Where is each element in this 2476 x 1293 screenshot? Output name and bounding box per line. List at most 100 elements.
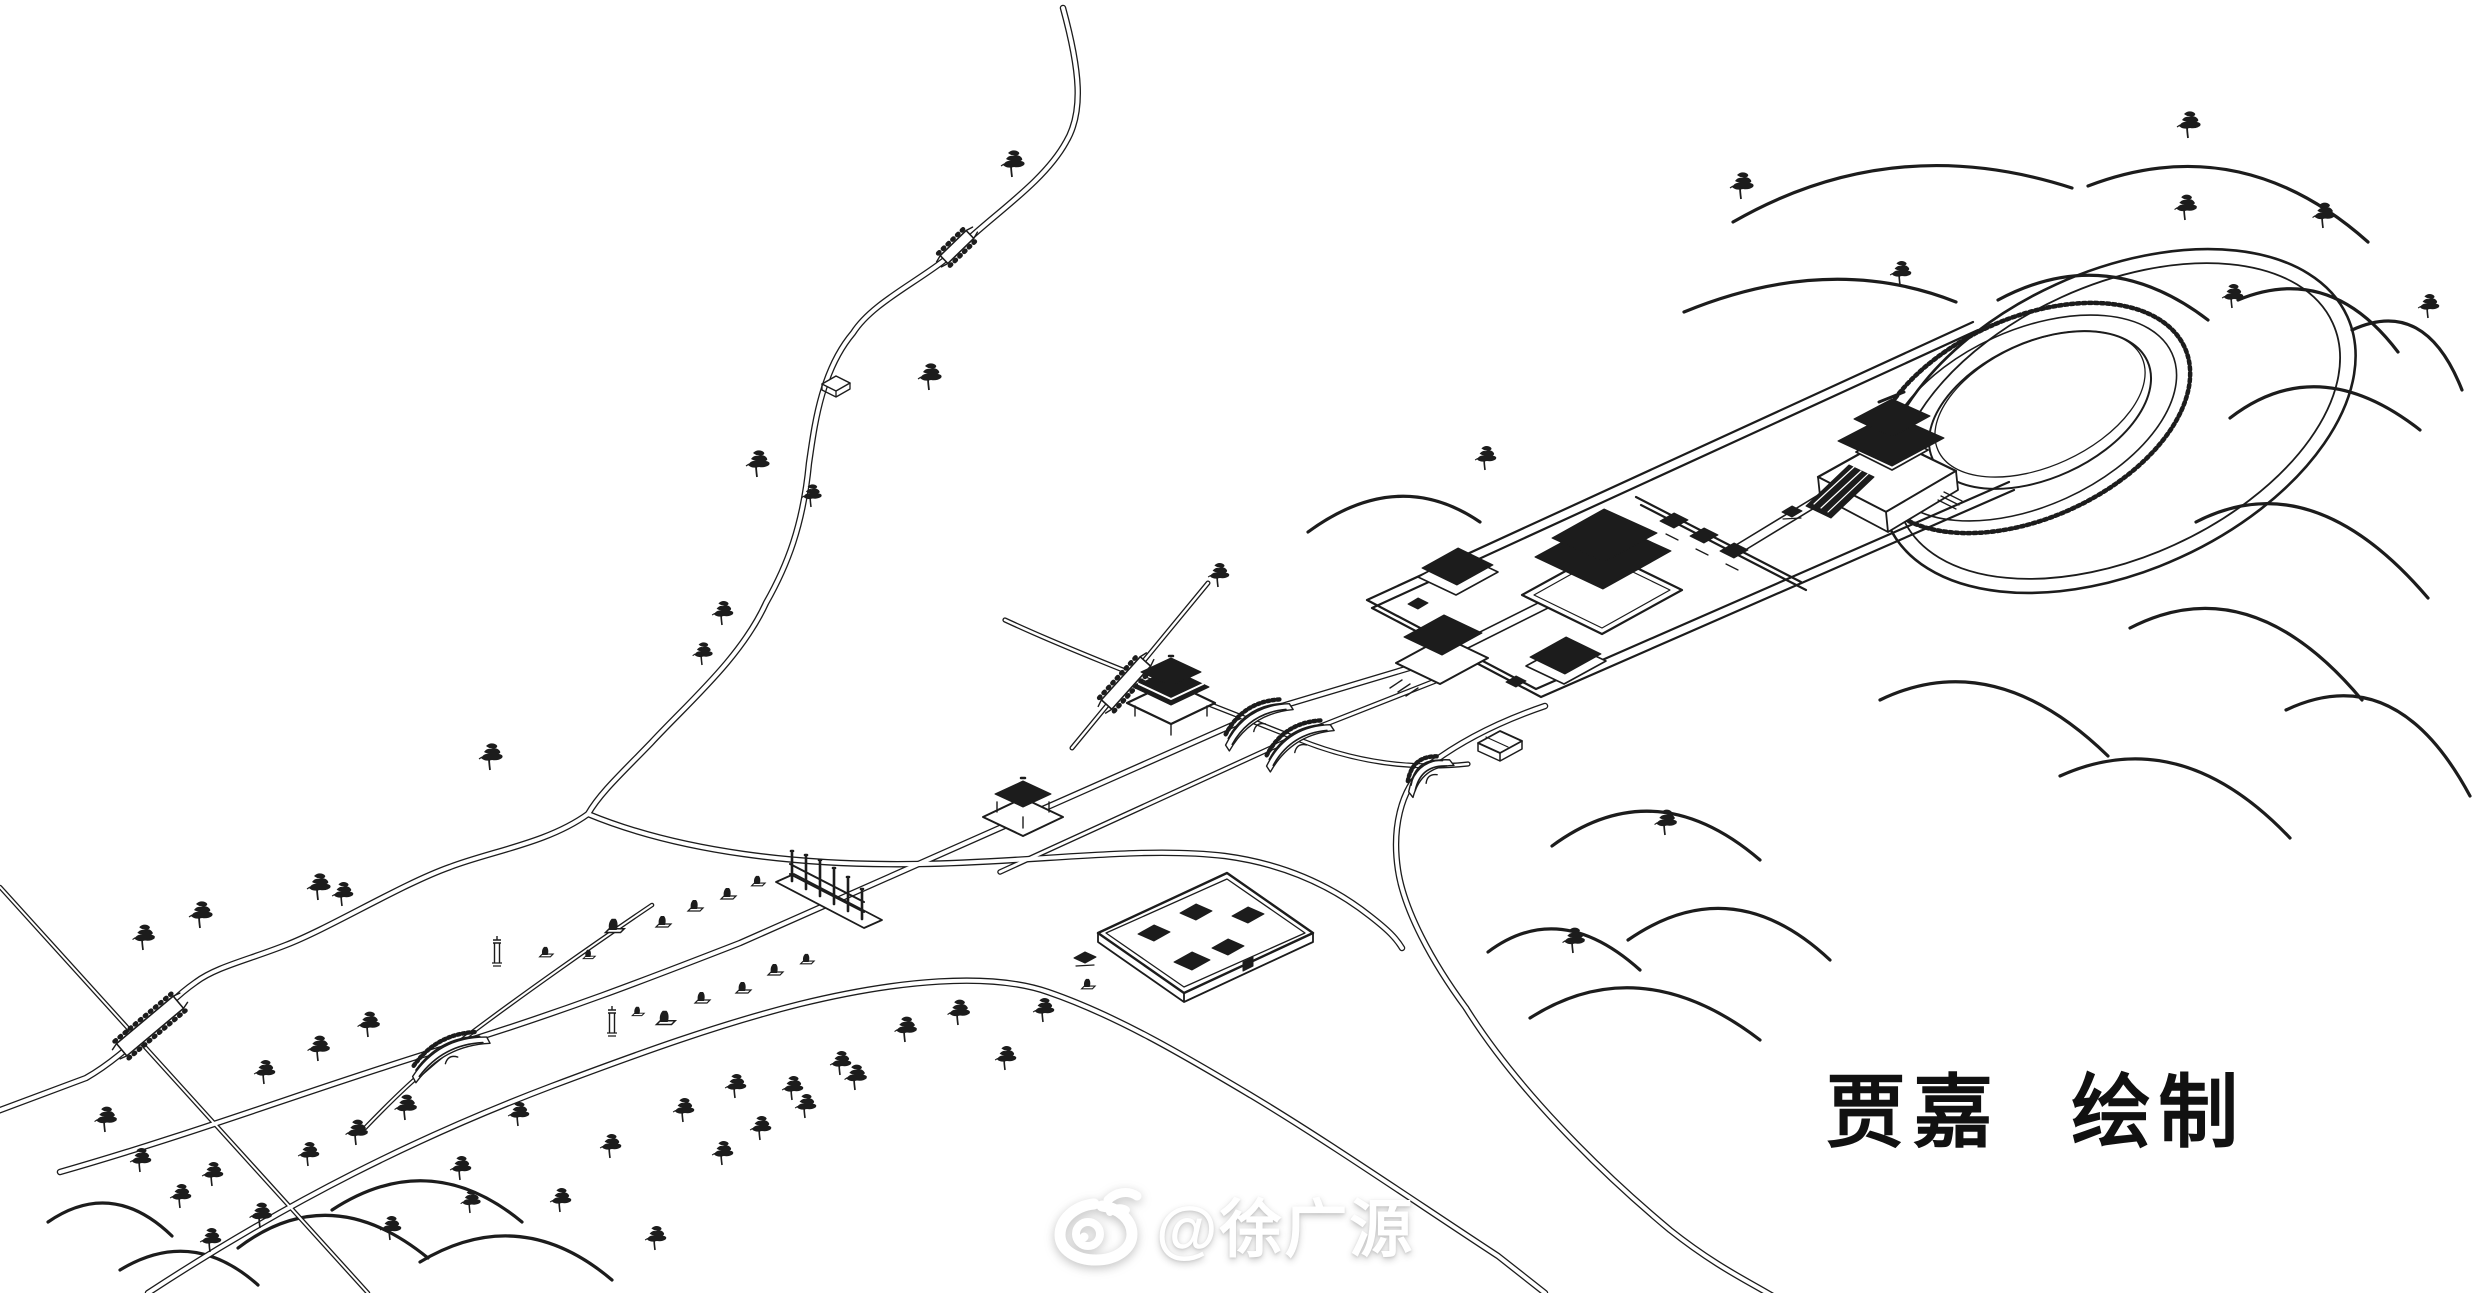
north-stele-pavilion-posts	[1134, 705, 1208, 736]
hill-arc	[1996, 273, 2210, 322]
weibo-icon	[1054, 1188, 1142, 1266]
statue-instance	[751, 875, 766, 887]
tree-instance	[843, 1063, 868, 1091]
hill-arc	[2194, 502, 2430, 600]
hill-arc	[2058, 757, 2292, 840]
memorial-archway	[789, 849, 865, 891]
watermark-text: @徐广源	[1156, 1194, 1415, 1265]
main-hall-ridge	[1588, 499, 1618, 514]
spirit-way-casing	[56, 708, 1266, 1176]
crenellated-parapet	[1867, 300, 2193, 536]
road-casings	[0, 4, 1774, 1293]
northeast-stairs	[1937, 491, 1963, 510]
weibo-watermark: @徐广源	[1050, 1178, 1414, 1270]
pailou-finials	[789, 849, 865, 891]
hill-arc	[236, 1213, 430, 1260]
tree-instance	[507, 1101, 531, 1127]
southeast-exit-road-casing	[1462, 1004, 1774, 1293]
tree-instance	[1889, 260, 1913, 286]
hill-arc	[46, 1201, 174, 1238]
hills	[46, 164, 2472, 1287]
service-hut-west-walls	[821, 382, 851, 398]
well-pavilion	[1073, 951, 1097, 964]
north-stele-pavilion-roof	[1140, 657, 1202, 687]
tree-instance	[994, 1045, 1018, 1071]
tree-instance	[169, 1183, 193, 1209]
burial-mound	[1928, 330, 2152, 490]
artist-credit: 贾嘉 绘制	[1826, 1068, 2246, 1157]
south-stele-pavilion-posts	[996, 801, 1050, 829]
memorial-archway	[775, 873, 883, 929]
hill-arc	[2284, 694, 2472, 798]
hill-arc	[330, 1179, 524, 1224]
precinct-loop-inner	[1895, 262, 2341, 580]
tree-instance	[306, 1034, 331, 1062]
southeast-road	[586, 812, 1404, 950]
flat-bridge	[935, 226, 979, 268]
tree-instance	[344, 1118, 369, 1146]
tree-instance	[2221, 283, 2245, 309]
flat-bridge	[111, 991, 189, 1061]
tree-instance	[2311, 201, 2336, 229]
front-gate-stairs	[1389, 679, 1419, 697]
tree-instance	[745, 449, 771, 478]
statue-instance	[655, 915, 672, 928]
bridges	[111, 226, 1455, 1084]
statue-instance	[720, 887, 737, 900]
tree-instance	[253, 1059, 277, 1085]
tree-instance	[749, 1115, 773, 1141]
stone-altar-base	[1782, 517, 1802, 520]
statue-instance	[655, 1010, 676, 1026]
triple-gate-stairs	[1665, 533, 1739, 571]
pailou-beams	[789, 863, 865, 913]
kitchen-hut-2	[1179, 903, 1213, 921]
wall-corner-road-casing	[1392, 702, 1549, 1012]
south-stele-pavilion-roof	[994, 780, 1052, 808]
duty-house-east-walls	[1477, 740, 1523, 762]
statue-instance	[694, 991, 711, 1004]
east-side-hall-roof	[1529, 636, 1602, 675]
hill-arc	[1550, 809, 1762, 862]
west-channel	[0, 886, 369, 1293]
road-fills	[0, 6, 1772, 1293]
tree-instance	[711, 600, 735, 626]
tree-instance	[2417, 293, 2441, 319]
silk-burner-west	[1407, 597, 1429, 610]
ornamental-columns	[491, 935, 618, 1037]
kitchen-hut-1	[1137, 924, 1171, 942]
soul-tower-ridge	[1877, 390, 1906, 404]
tree-instance	[1207, 562, 1231, 588]
statue-instance	[687, 899, 704, 912]
column-instance	[491, 935, 503, 967]
statue-instance	[1081, 978, 1096, 990]
tree-instance	[829, 1050, 853, 1076]
kitchen-hut-4	[1173, 951, 1211, 971]
tree-instance	[946, 998, 971, 1026]
tree-instance	[306, 872, 332, 901]
tree-instance	[781, 1075, 805, 1101]
arched-bridge	[1223, 697, 1294, 752]
tree-instance	[478, 742, 504, 771]
well-pavilion-base	[1075, 964, 1095, 967]
southeast-exit-road	[1464, 1006, 1772, 1293]
arched-bridge	[1405, 754, 1455, 799]
kitchen-wall-sides	[1097, 932, 1314, 1003]
tree-instance	[131, 923, 156, 951]
statue-instance	[631, 1006, 645, 1017]
main-hall-roof-upper	[1551, 508, 1658, 563]
hill-arc	[1878, 680, 2110, 758]
statue-instance	[767, 963, 784, 976]
statue-instance	[539, 946, 554, 958]
arched-bridge	[411, 1029, 491, 1084]
spirit-way-parallel	[998, 737, 1293, 874]
tree-instance	[794, 1093, 818, 1119]
soul-tower-roof-upper	[1853, 398, 1931, 438]
pailou-platform	[775, 873, 883, 929]
wall-corner-road	[1394, 704, 1547, 1010]
lower-parallel-road	[146, 978, 1547, 1293]
tree-instance	[331, 881, 355, 907]
kitchen-hut-3	[1231, 906, 1265, 924]
spirit-way	[58, 710, 1264, 1174]
